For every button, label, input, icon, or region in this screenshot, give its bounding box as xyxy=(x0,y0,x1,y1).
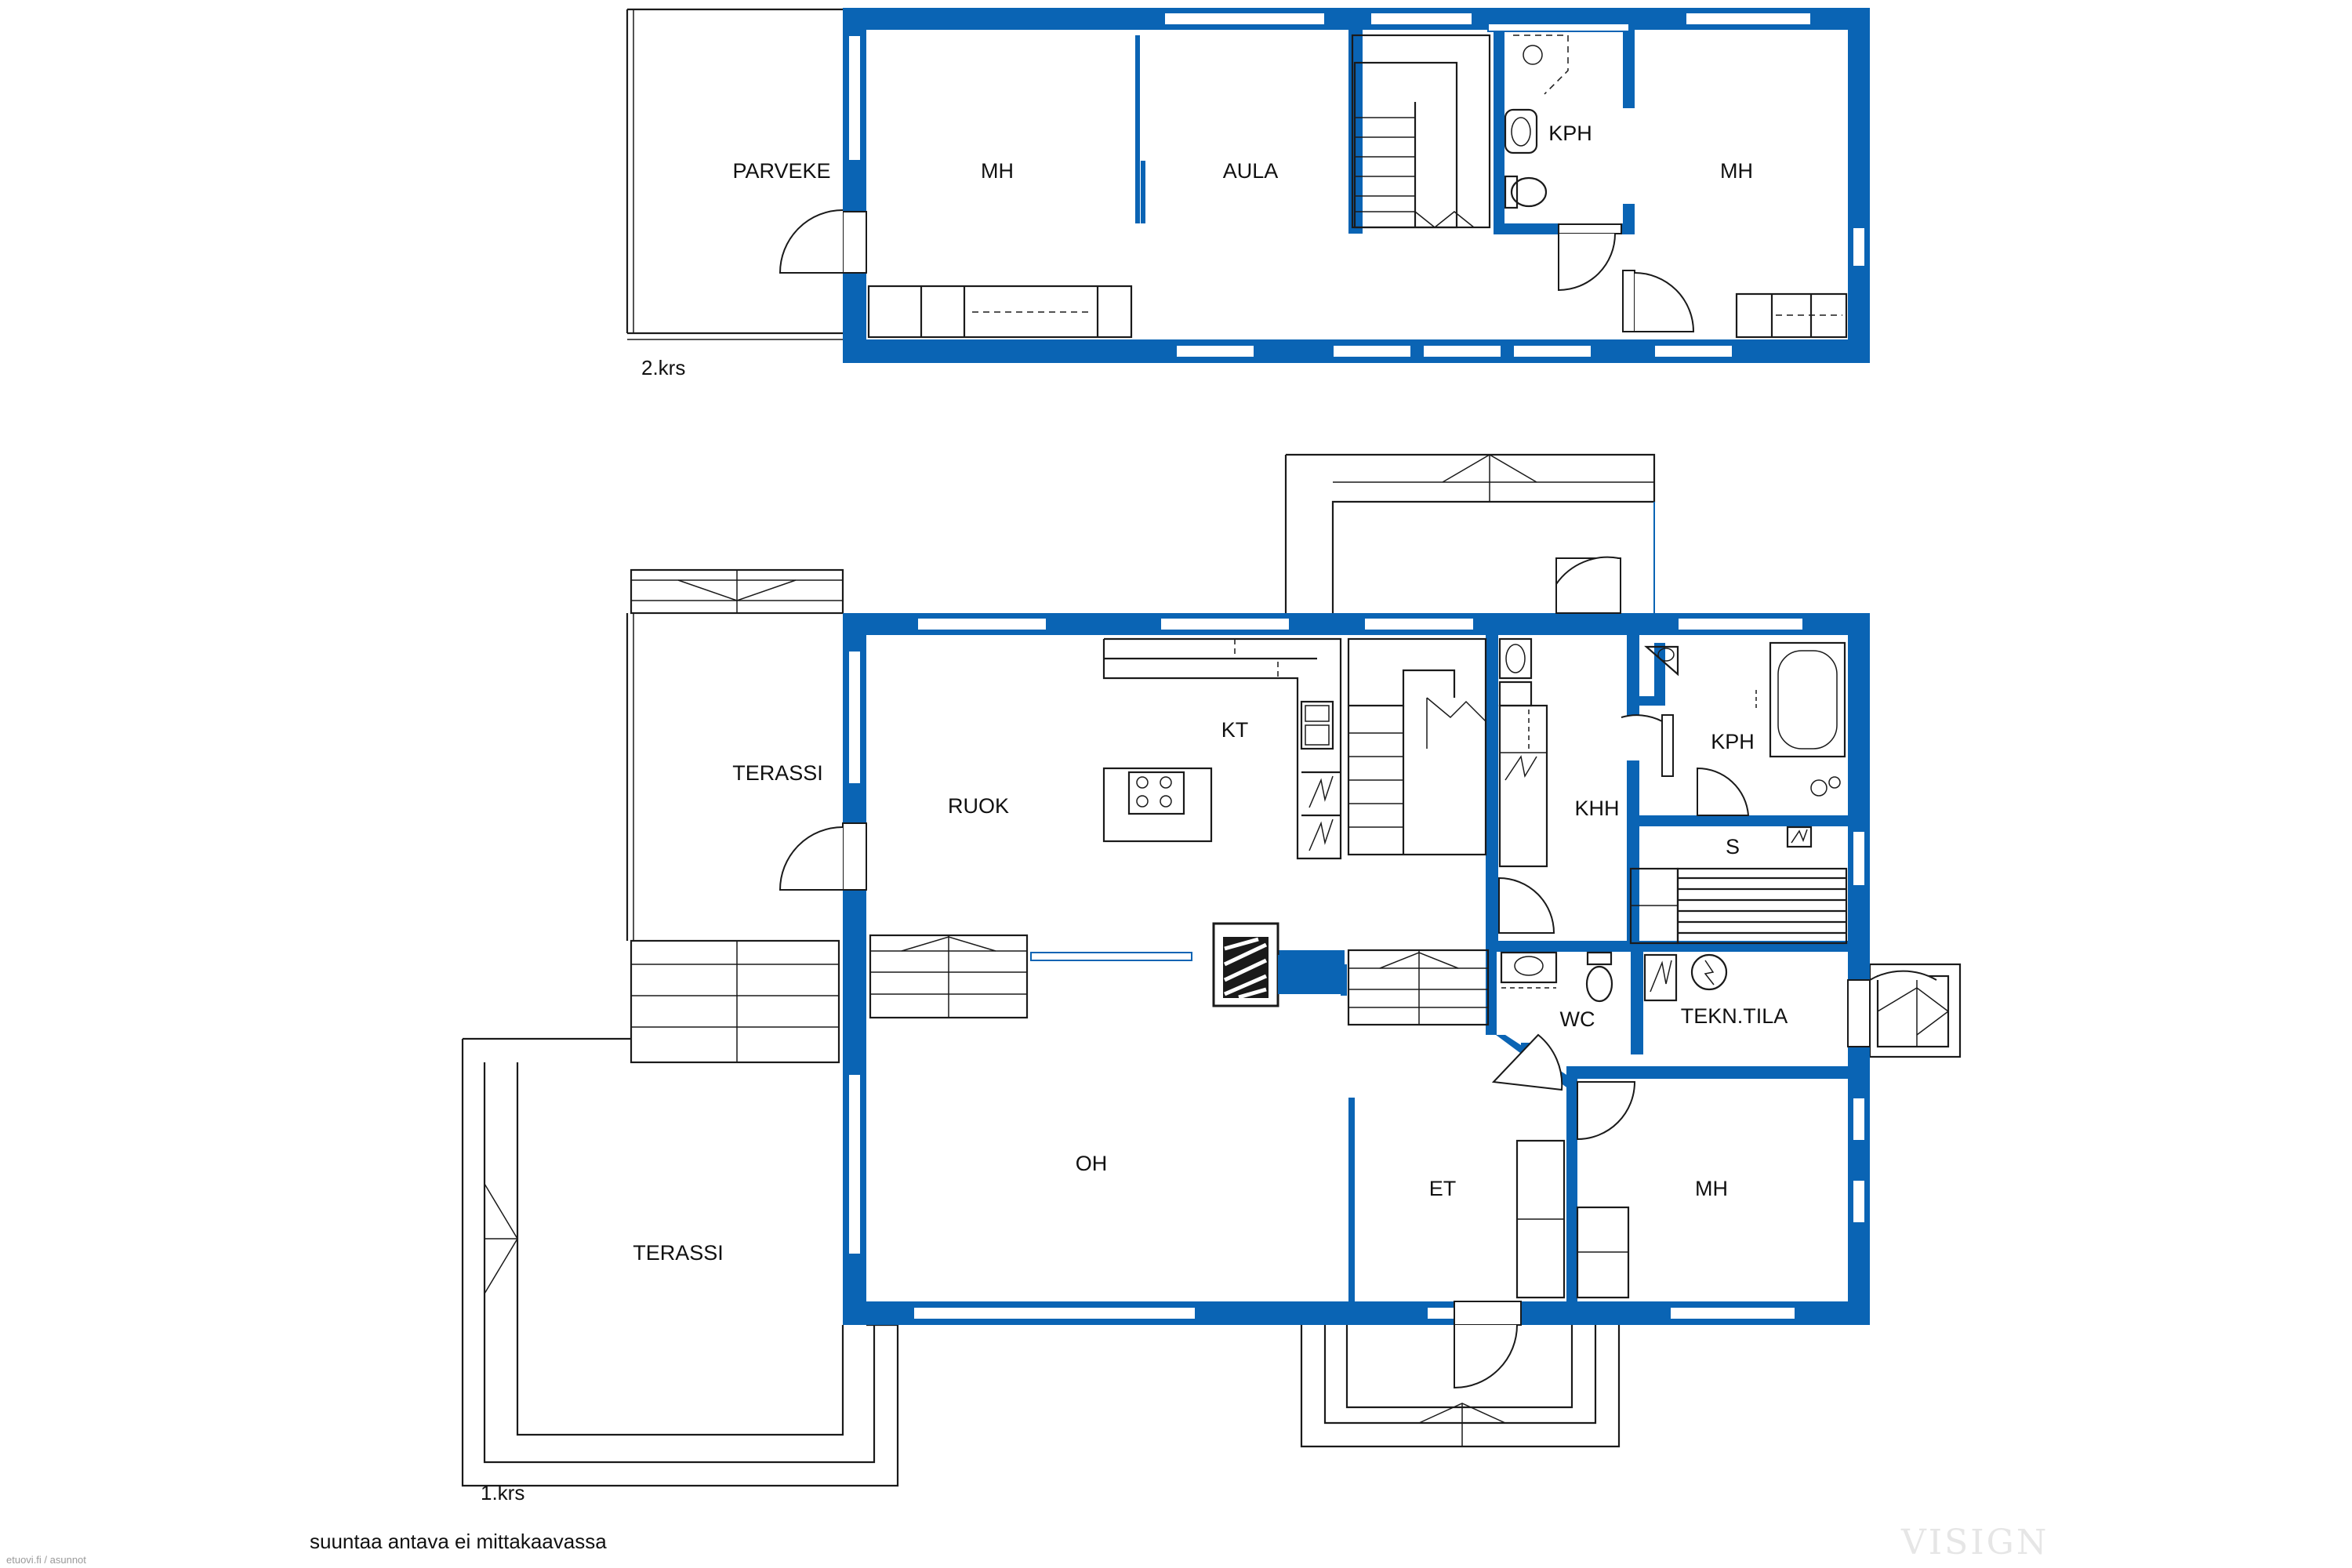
door-tekn-east[interactable] xyxy=(1847,970,1937,1047)
room-aula: AULA xyxy=(1223,159,1279,183)
floor-2-walls xyxy=(843,8,1870,363)
door-khh[interactable] xyxy=(1498,877,1555,934)
door-north-entry[interactable] xyxy=(1555,556,1621,614)
door-khh-kph[interactable] xyxy=(1621,714,1674,777)
room-tekn-tila: TEKN.TILA xyxy=(1681,1004,1788,1028)
door-front-entry[interactable] xyxy=(1454,1301,1522,1389)
door-kph-upper[interactable] xyxy=(1558,223,1622,292)
fireplace xyxy=(1212,922,1341,1007)
terrace-upper-outline xyxy=(626,568,844,1064)
room-khh: KHH xyxy=(1574,797,1619,820)
room-wc: WC xyxy=(1560,1007,1595,1031)
room-mh-upper-left: MH xyxy=(981,159,1014,183)
room-mh-upper-right: MH xyxy=(1720,159,1753,183)
floor-2-windows xyxy=(848,12,1866,358)
door-terassi-upper[interactable] xyxy=(779,822,867,891)
door-mh-right-upper[interactable] xyxy=(1622,270,1695,332)
kitchen-island xyxy=(1102,767,1213,843)
room-mh-lower: MH xyxy=(1695,1177,1728,1200)
room-s: S xyxy=(1726,835,1740,858)
tekn-fixtures xyxy=(1643,953,1728,1002)
balcony-outline xyxy=(626,8,847,340)
wardrobe-mh-left xyxy=(867,285,1133,339)
watermark-logo: VISIGN xyxy=(1900,1523,2049,1563)
wardrobe-mh-right xyxy=(1735,292,1848,339)
floor-1-label: 1.krs xyxy=(481,1481,524,1504)
room-terassi-upper: TERASSI xyxy=(732,761,823,785)
room-kph-upper: KPH xyxy=(1548,122,1592,145)
floor-1-windows xyxy=(848,617,1866,1320)
scale-note: suuntaa antava ei mittakaavassa xyxy=(310,1530,607,1553)
door-wc[interactable] xyxy=(1491,1033,1563,1091)
door-parveke[interactable] xyxy=(779,209,867,274)
kitchen-counter xyxy=(1102,637,1342,860)
floor-2-label: 2.krs xyxy=(641,356,685,379)
entrance-north-outline xyxy=(1284,453,1656,615)
door-mh-lower[interactable] xyxy=(1577,1081,1636,1141)
room-parveke: PARVEKE xyxy=(732,159,830,183)
stair-lower xyxy=(1347,637,1487,856)
steps-ruok xyxy=(869,934,1029,1019)
steps-kt xyxy=(1347,949,1490,1026)
mh-lower-wardrobe xyxy=(1576,1206,1630,1299)
entrance-south-outline xyxy=(1300,1325,1621,1448)
wc-fixtures xyxy=(1500,951,1613,1003)
room-ruok: RUOK xyxy=(948,794,1009,818)
floor-2-plan: PARVEKE MH AULA KPH MH 2.krs xyxy=(626,8,1870,379)
sauna-bench xyxy=(1676,826,1848,945)
room-et: ET xyxy=(1429,1177,1457,1200)
floor-1-walls xyxy=(843,613,1870,1325)
room-kt: KT xyxy=(1221,718,1249,742)
stair-upper xyxy=(1351,34,1491,229)
floor-1-plan: TERASSI RUOK KT KHH KPH S WC TEKN.TILA O… xyxy=(461,453,1962,1504)
source-credit: etuovi.fi / asunnot xyxy=(6,1554,86,1566)
kph-fixtures-upper xyxy=(1504,34,1569,209)
door-kph-sauna[interactable] xyxy=(1697,767,1750,816)
room-kph-lower: KPH xyxy=(1711,730,1755,753)
kph-fixtures-lower xyxy=(1644,641,1846,797)
et-wardrobe xyxy=(1515,1139,1566,1299)
room-oh: OH xyxy=(1076,1152,1108,1175)
khh-fixtures xyxy=(1498,637,1548,868)
room-terassi-lower: TERASSI xyxy=(633,1241,724,1265)
